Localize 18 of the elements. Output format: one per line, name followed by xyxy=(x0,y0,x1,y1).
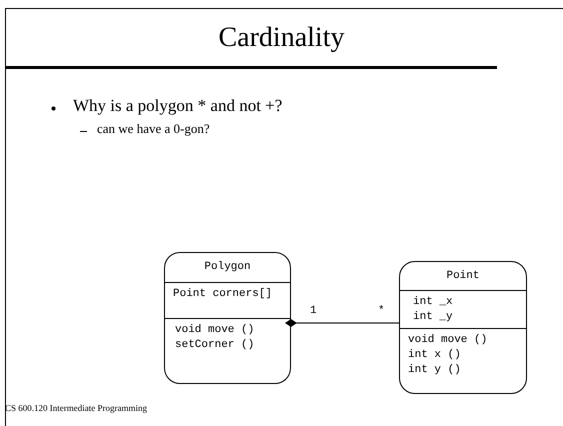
slide-title: Cardinality xyxy=(218,22,346,54)
bullet-text: Why is a polygon * and not +? xyxy=(73,96,282,116)
method-text: int x () xyxy=(408,348,461,363)
multiplicity-label: * xyxy=(378,305,385,317)
attribute-text: int _x xyxy=(413,295,453,310)
class-box xyxy=(164,252,291,384)
class-name: Point xyxy=(446,268,480,284)
method-text: int y () xyxy=(408,363,461,378)
method-text: void move () xyxy=(175,323,254,338)
attribute-text: int _y xyxy=(413,310,453,325)
class-box xyxy=(399,261,527,394)
sub-bullet-text: can we have a 0-gon? xyxy=(97,121,210,137)
method-text: void move () xyxy=(408,333,488,348)
class-name: Polygon xyxy=(204,260,251,275)
method-text: setCorner () xyxy=(175,338,254,353)
multiplicity-label: 1 xyxy=(310,305,317,317)
composition-line xyxy=(285,319,400,327)
attribute-text: Point corners[] xyxy=(173,287,272,302)
